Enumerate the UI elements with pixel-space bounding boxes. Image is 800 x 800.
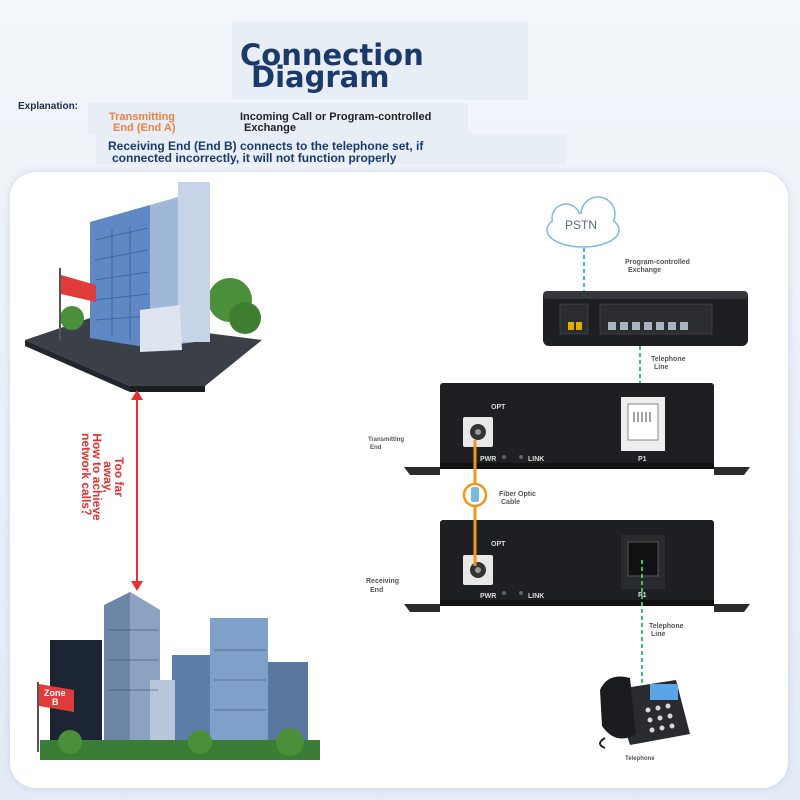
transmitting-end-label-line-2: End (End A) <box>113 122 176 134</box>
link-label-top: LINK <box>528 456 545 463</box>
incoming-call-label-line-1: Incoming Call or Program-controlled <box>240 111 432 123</box>
too-far-line-2: away, <box>101 461 115 493</box>
receiving-end-note-line-1: Receiving End (End B) connects to the te… <box>108 139 424 153</box>
pwr-label-bottom: PWR <box>480 593 497 600</box>
too-far-line-4: network calls？ <box>79 433 93 521</box>
page-title-line-2: Diagram <box>251 60 390 94</box>
telephone-line-top-label-2: Line <box>654 364 669 371</box>
exchange-label-line-2: Exchange <box>628 267 662 274</box>
pwr-label-top: PWR <box>480 456 497 463</box>
fiber-label-line-1: Fiber Optic <box>499 491 536 498</box>
opt-label-top: OPT <box>491 404 506 411</box>
receiving-end-note-line-2: connected incorrectly, it will not funct… <box>112 151 397 165</box>
pstn-label: PSTN <box>565 218 598 232</box>
note-background <box>96 134 566 164</box>
too-far-line-3: How to achieve <box>90 433 104 521</box>
title-background <box>232 22 528 100</box>
opt-label-bottom: OPT <box>491 541 506 548</box>
cloud-icon <box>546 196 620 248</box>
telephone-line-top-label-1: Telephone <box>651 356 686 363</box>
transmitting-end-label-1: Transmitting <box>368 437 405 443</box>
telephone-label: Telephone <box>625 756 655 762</box>
telephone-line-bottom-label-1: Telephone <box>649 623 684 630</box>
explanation-label: Explanation: <box>18 101 79 112</box>
exchange-label-line-1: Program-controlled <box>625 259 690 266</box>
receiving-end-label-2: End <box>370 587 384 594</box>
incoming-call-label-line-2: Exchange <box>244 122 296 134</box>
telephone-icon <box>599 676 690 749</box>
city-grass <box>40 740 320 760</box>
too-far-line-1: Too far <box>112 457 126 497</box>
p1-label-top: P1 <box>638 456 647 463</box>
transmitting-end-label-2: End <box>370 445 382 451</box>
zone-b-label-line-1: Zone <box>44 688 66 698</box>
receiving-end-label-1: Receiving <box>366 578 400 585</box>
header-background <box>88 103 468 135</box>
fiber-label-line-2: Cable <box>501 499 521 506</box>
transmitting-end-label-line-1: Transmitting <box>109 111 176 123</box>
page-title-line-1: Connection <box>240 38 424 72</box>
too-far-text: Too far away, How to achieve network cal… <box>79 433 126 521</box>
link-label-bottom: LINK <box>528 593 545 600</box>
flag-icon <box>61 275 96 302</box>
p1-label-bottom: P1 <box>638 592 647 599</box>
zone-b-flag-icon <box>39 684 74 712</box>
zone-b-label-line-2: B <box>52 697 59 707</box>
telephone-line-bottom-label-2: Line <box>651 631 666 638</box>
